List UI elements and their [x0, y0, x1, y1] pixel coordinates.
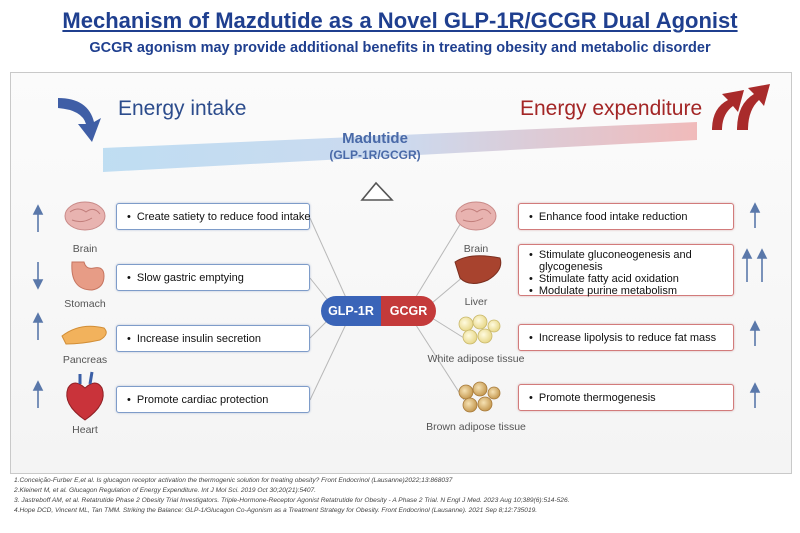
effect-box-heart: Promote cardiac protection — [116, 386, 310, 413]
liver-icon — [454, 255, 502, 284]
effect-text: Stimulate fatty acid oxidation — [529, 273, 733, 285]
heart-up-arrow-icon — [32, 380, 44, 408]
organ-label-heart: Heart — [72, 424, 98, 436]
drug-name: Madutide — [342, 130, 408, 147]
energy-intake-label: Energy intake — [118, 97, 247, 120]
heart-icon — [66, 371, 104, 421]
effect-box-white-adipose: Increase lipolysis to reduce fat mass — [518, 324, 734, 351]
intake-down-arrow-icon — [58, 98, 101, 142]
stomach-icon — [71, 261, 105, 291]
fulcrum-triangle — [360, 181, 394, 201]
reference-item: 2.Kleinert M, et al. Glucagon Regulation… — [14, 487, 317, 494]
reference-item: 3. Jastreboff AM, et al. Retatrutide Pha… — [14, 497, 570, 504]
effect-box-brain-right: Enhance food intake reduction — [518, 203, 734, 230]
organ-label-brain: Brain — [72, 243, 98, 255]
liver-double-up-arrow-icon — [741, 248, 768, 282]
effect-text: Create satiety to reduce food intake — [127, 211, 311, 223]
gcgr-receptor-pill: GCGR — [381, 296, 436, 326]
organ-label-brain-right: Brain — [463, 243, 489, 255]
effect-box-liver: Stimulate gluconeogenesis and glycogenes… — [518, 244, 734, 297]
stomach-down-arrow-icon — [32, 262, 44, 290]
pancreas-icon — [61, 325, 107, 345]
balance-beam — [103, 122, 697, 172]
effect-text: Promote cardiac protection — [127, 394, 309, 406]
pancreas-up-arrow-icon — [32, 312, 44, 340]
energy-expenditure-label: Energy expenditure — [520, 97, 703, 120]
white-adipose-icon — [458, 314, 501, 345]
page-subtitle: GCGR agonism may provide additional bene… — [89, 40, 711, 56]
effect-box-brain: Create satiety to reduce food intake — [116, 203, 311, 230]
effect-text: Enhance food intake reduction — [529, 211, 733, 223]
effect-box-stomach: Slow gastric emptying — [116, 264, 310, 291]
brown-adipose-up-arrow-icon — [749, 382, 761, 408]
effect-text: Promote thermogenesis — [529, 392, 733, 404]
organ-label-white-adipose: White adipose tissue — [427, 353, 525, 365]
effect-text: Stimulate gluconeogenesis and glycogenes… — [529, 249, 733, 273]
effect-text: Increase insulin secretion — [127, 333, 309, 345]
references: 1.Conceição-Furber E,et al. Is glucagon … — [14, 476, 794, 516]
expenditure-up-arrows-icon — [712, 84, 770, 130]
organ-label-liver: Liver — [464, 296, 488, 308]
white-adipose-up-arrow-icon — [749, 320, 761, 346]
connector-lines — [309, 217, 465, 401]
glp1r-receptor-pill: GLP-1R — [321, 296, 381, 326]
reference-item: 4.Hope DCD, Vincent ML, Tan TMM. Strikin… — [14, 507, 538, 514]
organ-label-stomach: Stomach — [64, 298, 106, 310]
organ-label-brown-adipose: Brown adipose tissue — [426, 421, 526, 433]
brain-right-up-arrow-icon — [749, 202, 761, 228]
effect-box-brown-adipose: Promote thermogenesis — [518, 384, 734, 411]
organ-label-pancreas: Pancreas — [62, 354, 108, 366]
effect-text: Modulate purine metabolism — [529, 285, 733, 297]
brain-icon — [64, 201, 106, 231]
drug-target: (GLP-1R/GCGR) — [329, 148, 421, 162]
brown-adipose-icon — [458, 381, 501, 413]
page-title: Mechanism of Mazdutide as a Novel GLP-1R… — [62, 8, 738, 33]
effect-text: Increase lipolysis to reduce fat mass — [529, 332, 733, 344]
reference-item: 1.Conceição-Furber E,et al. Is glucagon … — [14, 477, 453, 484]
effect-text: Slow gastric emptying — [127, 272, 309, 284]
brain-right-icon — [455, 201, 497, 231]
brain-up-arrow-icon — [32, 204, 44, 232]
effect-box-pancreas: Increase insulin secretion — [116, 325, 310, 352]
